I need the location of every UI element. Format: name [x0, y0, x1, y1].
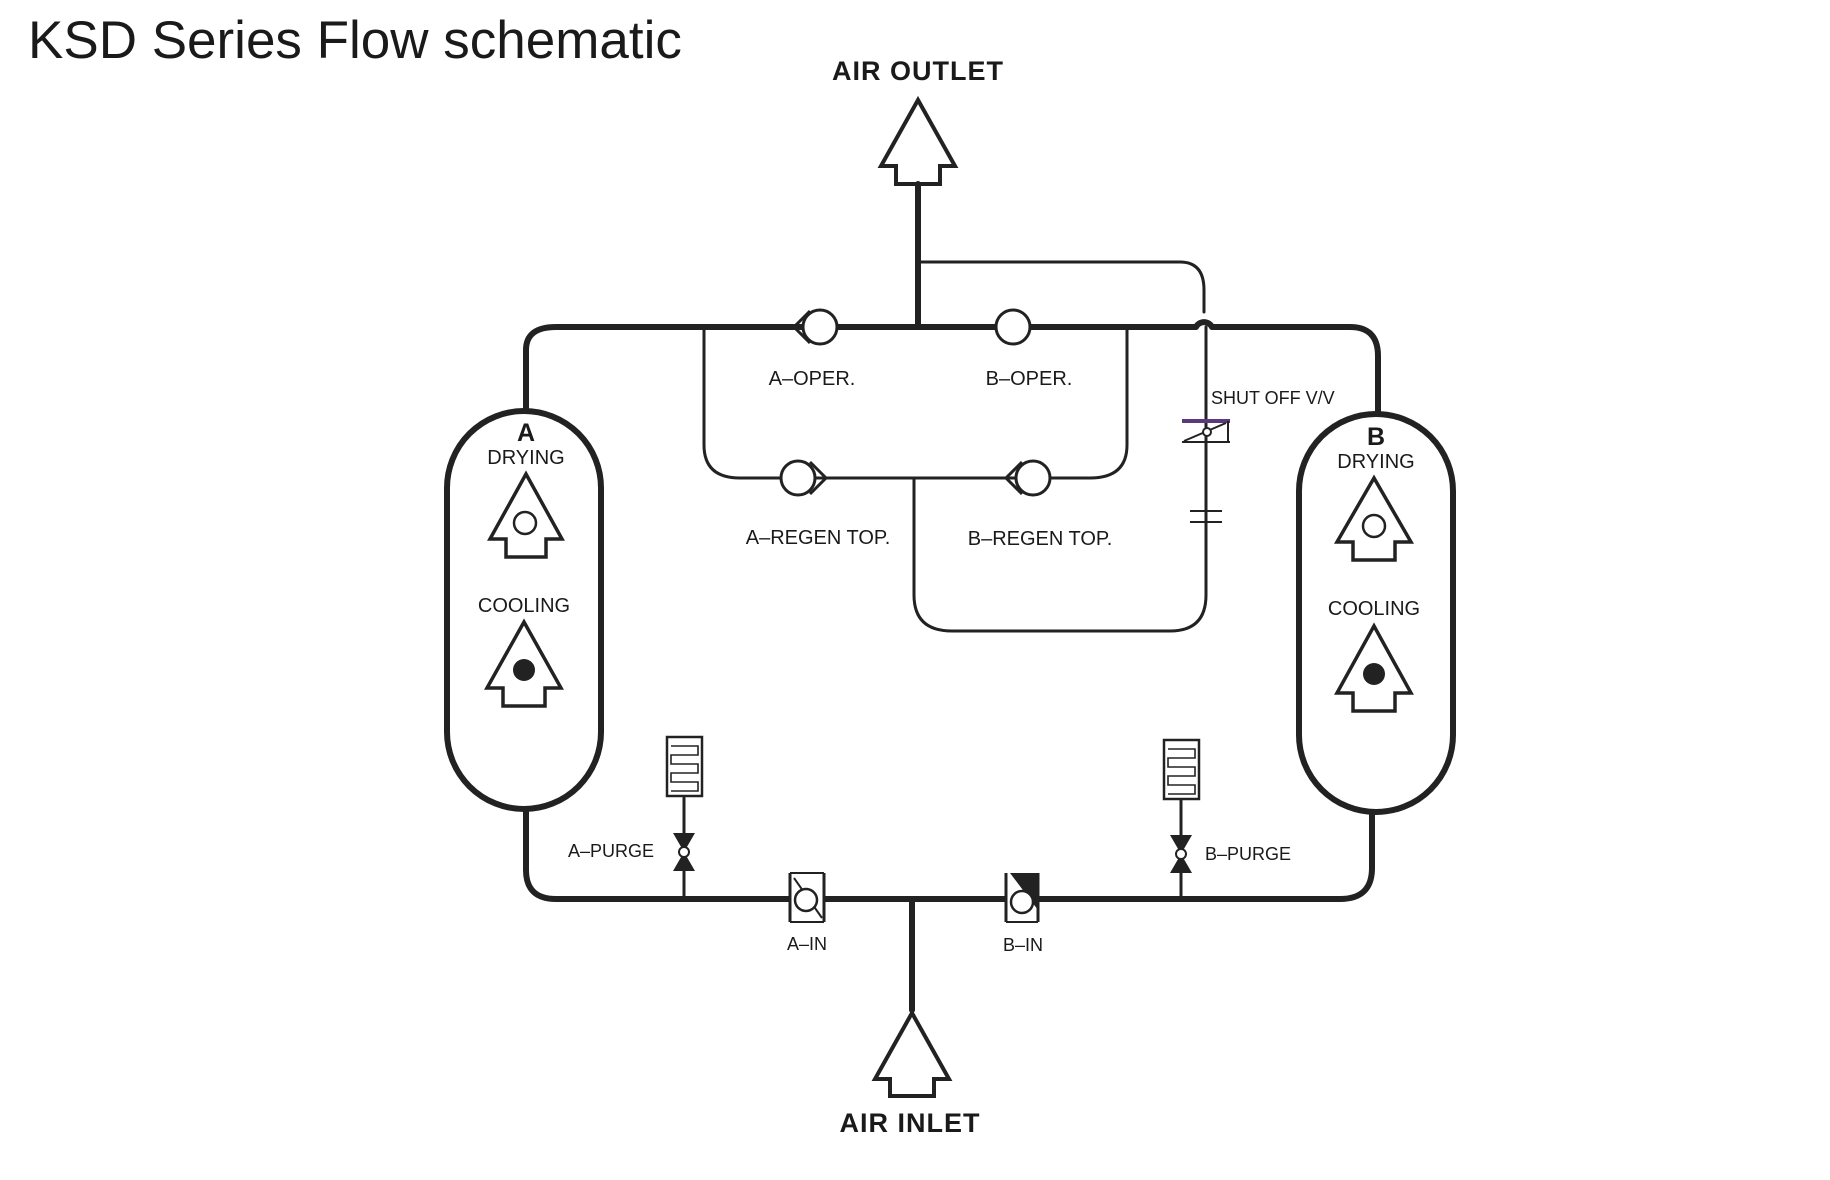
regen-return-pipe	[912, 325, 1208, 633]
regen-top-loop	[702, 325, 1129, 480]
b-in-label: B–IN	[1003, 935, 1043, 955]
air-inlet-label: AIR INLET	[840, 1108, 981, 1138]
air-outlet-label: AIR OUTLET	[832, 56, 1004, 86]
top-header-left-pipe	[523, 324, 921, 414]
a-purge-label: A–PURGE	[568, 841, 654, 861]
a-oper-label: A–OPER.	[769, 368, 856, 390]
tank-b	[1296, 411, 1456, 815]
shut-off-label: SHUT OFF V/V	[1211, 388, 1335, 408]
top-header-right-pipe	[915, 319, 1381, 423]
air-inlet-arrow-icon	[871, 1008, 953, 1098]
a-in-label: A–IN	[787, 934, 827, 954]
tank-b-drying-label: DRYING	[1337, 451, 1414, 473]
orifice-icon	[1190, 510, 1222, 523]
page-title: KSD Series Flow schematic	[28, 11, 682, 70]
tank-b-drying-open-circle-icon	[1361, 513, 1387, 539]
a-in-valve[interactable]	[788, 872, 826, 923]
a-regen-top-valve[interactable]	[779, 459, 829, 497]
b-purge-label: B–PURGE	[1205, 844, 1291, 864]
tank-b-cooling-label: COOLING	[1328, 598, 1420, 620]
air-outlet-arrow-icon	[877, 95, 959, 186]
a-purge-valve[interactable]	[673, 833, 695, 871]
a-oper-valve[interactable]	[791, 308, 839, 346]
tank-a-drying-label: DRYING	[487, 447, 564, 469]
b-oper-valve[interactable]	[994, 308, 1035, 346]
tank-a-drying-open-circle-icon	[512, 510, 538, 536]
shut-off-valve[interactable]	[1182, 419, 1230, 443]
tank-a-cooling-label: COOLING	[478, 595, 570, 617]
bottom-header-pipe	[523, 806, 1375, 902]
shut-off-bypass-pipe	[916, 260, 1206, 314]
b-in-valve[interactable]	[1004, 873, 1040, 923]
b-regen-top-label: B–REGEN TOP.	[968, 528, 1113, 550]
tank-b-cooling-filled-circle-icon	[1363, 663, 1385, 685]
tank-a-id: A	[517, 419, 535, 447]
b-oper-label: B–OPER.	[986, 368, 1073, 390]
a-purge-silencer-icon	[665, 735, 704, 798]
tank-b-id: B	[1367, 423, 1385, 451]
b-purge-silencer-icon	[1162, 738, 1201, 801]
tank-a-cooling-filled-circle-icon	[513, 659, 535, 681]
b-regen-top-valve[interactable]	[1003, 459, 1052, 497]
a-regen-top-label: A–REGEN TOP.	[746, 527, 891, 549]
b-purge-valve[interactable]	[1170, 835, 1192, 873]
